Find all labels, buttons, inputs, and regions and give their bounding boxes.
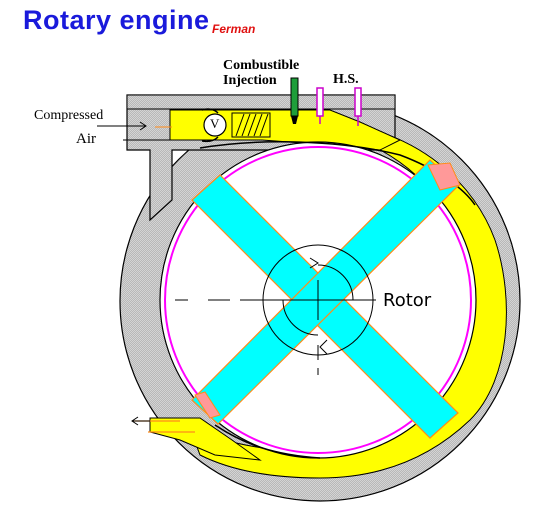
diagram-title: Rotary engine <box>23 5 210 35</box>
combustible-label: Combustible <box>223 58 300 73</box>
injection-label: Injection <box>223 73 277 88</box>
vane-tip-seal-lower <box>194 391 221 419</box>
air-label: Air <box>76 131 96 147</box>
author-credit: Ferman <box>212 22 256 36</box>
vane-tip-seal <box>427 162 461 191</box>
rotation-center <box>175 244 376 375</box>
hs-label: H.S. <box>333 72 359 87</box>
rotor-label: Rotor <box>383 290 432 311</box>
air-intake-arrow <box>97 121 172 141</box>
spark-plugs <box>316 87 362 126</box>
rotor-outline <box>164 146 472 454</box>
rotor-vanes <box>191 159 461 439</box>
valve-label: V <box>210 116 220 131</box>
exhaust-arrow <box>131 416 195 433</box>
compressed-label: Compressed <box>34 108 104 123</box>
injector <box>290 77 299 124</box>
intake-valve <box>201 108 271 143</box>
